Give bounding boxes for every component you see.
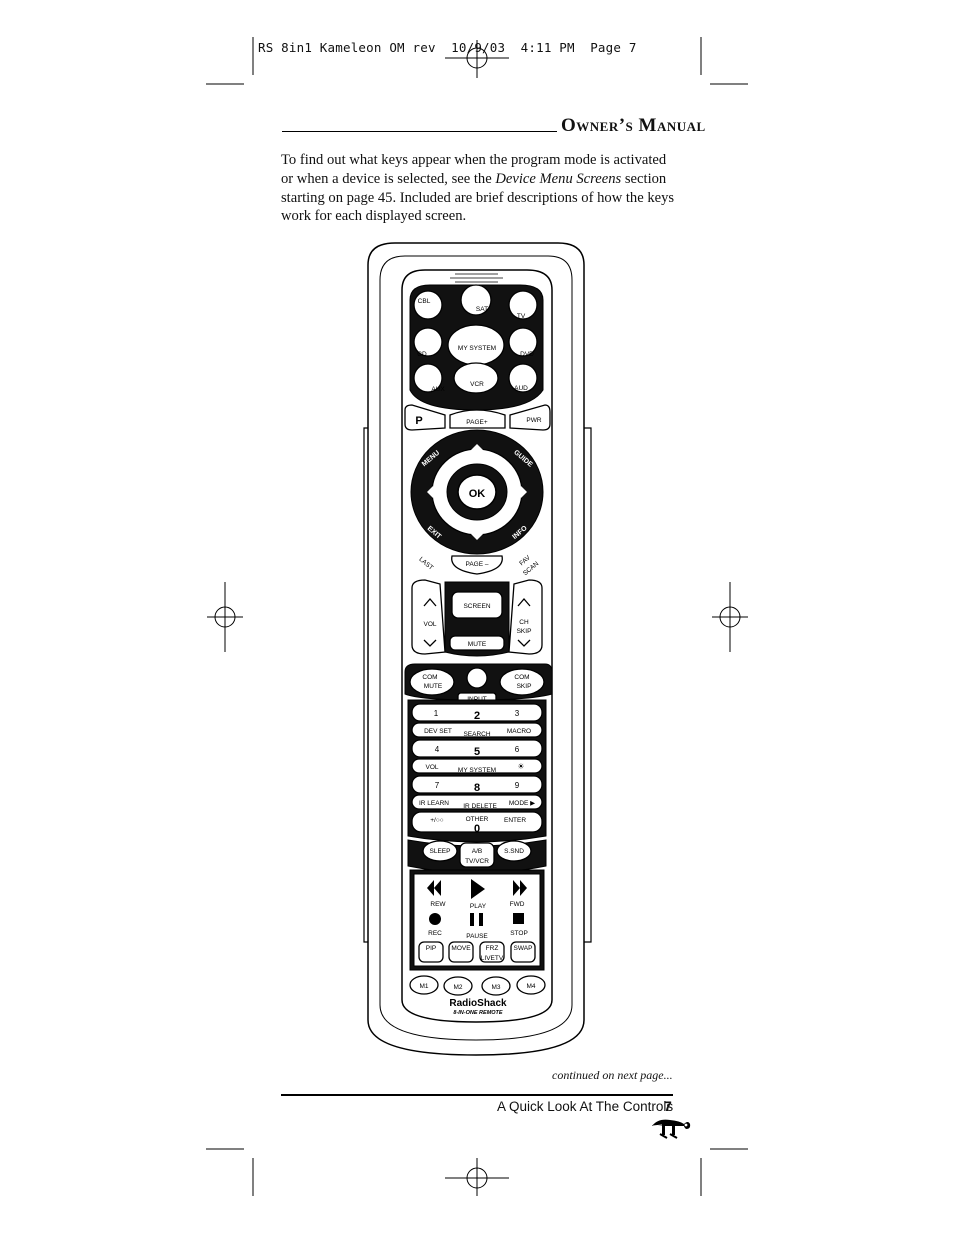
macro-m2-label: M2 bbox=[453, 984, 462, 991]
device-aud-label: AUD bbox=[514, 385, 528, 392]
device-mysystem-label: MY SYSTEM bbox=[458, 345, 496, 352]
key-1-label: 1 bbox=[434, 709, 439, 718]
page-plus-label: PAGE+ bbox=[466, 419, 488, 426]
pip-key-label: PIP bbox=[426, 945, 436, 952]
rec-key-label: REC bbox=[428, 930, 442, 937]
device-cbl-label: CBL bbox=[418, 298, 431, 305]
intro-link-device-menu-screens: Device Menu Screens bbox=[495, 170, 622, 187]
key-9-label: 9 bbox=[515, 781, 520, 790]
move-key-label: MOVE bbox=[451, 945, 471, 952]
key-6-label: 6 bbox=[515, 745, 520, 754]
ir-delete-label: IR DELETE bbox=[463, 803, 497, 810]
frz-key-label: FRZ bbox=[486, 945, 499, 952]
mode-label: MODE ▶ bbox=[509, 800, 536, 807]
fwd-key-label: FWD bbox=[510, 901, 525, 908]
device-dvd-label: DVD bbox=[520, 351, 534, 358]
vol-lock-label: VOL bbox=[425, 764, 438, 771]
device-tv-label: TV bbox=[517, 313, 526, 320]
device-sat-label: SAT bbox=[476, 306, 488, 313]
rew-key-label: REW bbox=[430, 901, 446, 908]
intro-paragraph: To find out what keys appear when the pr… bbox=[281, 151, 676, 226]
macro-label: MACRO bbox=[507, 728, 531, 735]
printer-slug: RS 8in1 Kameleon OM rev 10/9/03 4:11 PM … bbox=[258, 40, 637, 55]
com-skip-label-2: SKIP bbox=[517, 683, 532, 690]
macro-m4-label: M4 bbox=[526, 983, 535, 990]
ch-key-label: CH bbox=[519, 619, 529, 626]
ab-key-label: A/B bbox=[472, 848, 482, 855]
remote-illustration: .lbl{font-family:"Liberation Sans",sans-… bbox=[363, 242, 592, 1056]
power-key-label: PWR bbox=[526, 417, 541, 424]
other-label: OTHER bbox=[466, 816, 489, 823]
key-5-label: 5 bbox=[474, 746, 480, 758]
program-key-label: P bbox=[415, 415, 422, 427]
plus-key-label: +/○○ bbox=[430, 817, 444, 824]
device-vcr-label: VCR bbox=[470, 381, 484, 388]
sleep-key-label: SLEEP bbox=[430, 848, 451, 855]
key-7-label: 7 bbox=[435, 781, 440, 790]
intro-text-2: section starting on page 45. Included ar… bbox=[281, 170, 675, 225]
livetv-key-label: LIVETV bbox=[481, 955, 504, 962]
mute-key-label: MUTE bbox=[468, 641, 487, 648]
device-cd-label: CD bbox=[417, 351, 427, 358]
page-title: Owner’s Manual bbox=[561, 115, 706, 136]
dev-set-label: DEV SET bbox=[424, 728, 452, 735]
play-key-label: PLAY bbox=[470, 903, 487, 910]
tvvcr-key-label: TV/VCR bbox=[465, 858, 489, 865]
model-name: 8-IN-ONE REMOTE bbox=[453, 1010, 503, 1016]
footer-rule bbox=[281, 1094, 673, 1096]
ir-learn-label: IR LEARN bbox=[419, 800, 449, 807]
com-skip-label-1: COM bbox=[514, 674, 529, 681]
key-0-label: 0 bbox=[474, 823, 480, 835]
vol-key-label: VOL bbox=[423, 621, 436, 628]
footer-section-title: A Quick Look At The Controls bbox=[497, 1099, 674, 1114]
my-system-key-label: MY SYSTEM bbox=[458, 767, 496, 774]
key-4-label: 4 bbox=[435, 745, 440, 754]
com-mute-label-1: COM bbox=[422, 674, 437, 681]
ssnd-key-label: S.SND bbox=[504, 848, 524, 855]
continued-note: continued on next page... bbox=[552, 1068, 673, 1082]
key-3-label: 3 bbox=[515, 709, 520, 718]
pause-key-label: PAUSE bbox=[466, 933, 488, 940]
search-label: SEARCH bbox=[463, 731, 490, 738]
macro-m3-label: M3 bbox=[491, 984, 500, 991]
enter-label: ENTER bbox=[504, 817, 526, 824]
screen-key-label: SCREEN bbox=[463, 603, 490, 610]
skip-key-label: SKIP bbox=[517, 628, 532, 635]
intro-text-1: To find out what keys appear when the pr… bbox=[281, 152, 667, 187]
ok-key-label: OK bbox=[469, 488, 486, 500]
stop-key-label: STOP bbox=[510, 930, 528, 937]
key-8-label: 8 bbox=[474, 782, 480, 794]
page-minus-label: PAGE – bbox=[465, 561, 488, 568]
device-aux-label: AUX bbox=[431, 386, 445, 393]
key-2-label: 2 bbox=[474, 710, 480, 722]
chameleon-logo-icon bbox=[652, 1119, 691, 1139]
com-mute-label-2: MUTE bbox=[424, 683, 443, 690]
header-rule bbox=[282, 131, 557, 132]
backlight-icon: ☀ bbox=[517, 762, 524, 771]
page-number: 7 bbox=[664, 1098, 672, 1114]
macro-m1-label: M1 bbox=[419, 983, 428, 990]
brand-logo: RadioShack bbox=[449, 998, 507, 1009]
swap-key-label: SWAP bbox=[514, 945, 533, 952]
